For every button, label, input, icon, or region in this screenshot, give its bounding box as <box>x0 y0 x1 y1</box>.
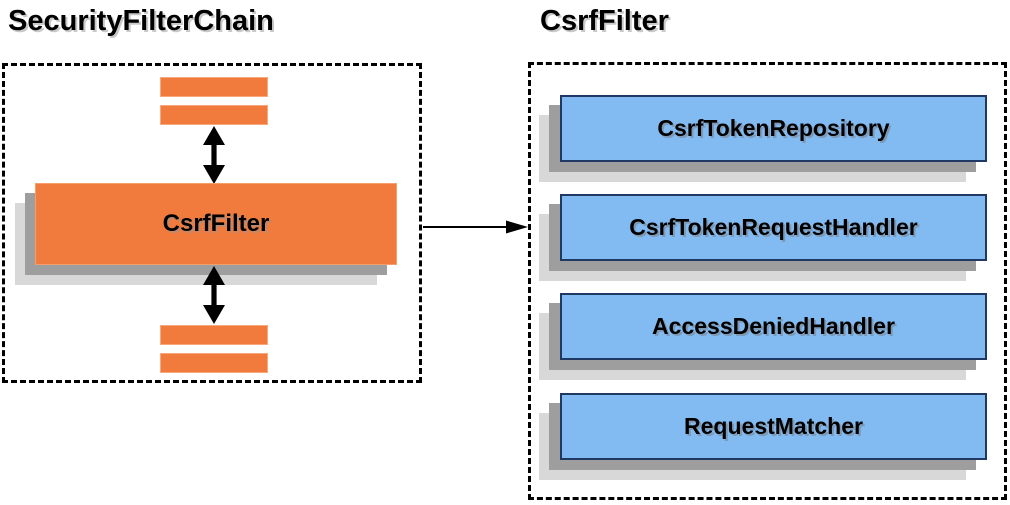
component-box-request-matcher: RequestMatcher <box>560 393 987 460</box>
component-box-label: RequestMatcher <box>684 413 863 439</box>
component-box-csrf-token-request-handler: CsrfTokenRequestHandler <box>560 194 987 261</box>
filter-placeholder-bar <box>160 353 268 373</box>
security-filter-chain-container <box>2 63 422 383</box>
component-box-csrf-token-repository: CsrfTokenRepository <box>560 95 987 162</box>
csrf-filter-box: CsrfFilter <box>35 183 397 265</box>
flow-arrow-icon <box>423 220 528 234</box>
filter-placeholder-bar <box>160 325 268 345</box>
csrf-filter-components-container <box>528 62 1007 500</box>
csrf-filter-title: CsrfFilter <box>540 5 669 37</box>
security-filter-chain-title: SecurityFilterChain <box>8 5 274 37</box>
component-box-label: CsrfTokenRepository <box>657 115 890 141</box>
filter-placeholder-bar <box>160 105 268 125</box>
csrf-filter-box-label: CsrfFilter <box>162 210 270 237</box>
filter-placeholder-bar <box>160 77 268 97</box>
component-box-access-denied-handler: AccessDeniedHandler <box>560 293 987 360</box>
component-box-label: CsrfTokenRequestHandler <box>629 214 918 240</box>
component-box-label: AccessDeniedHandler <box>652 313 895 339</box>
bidirectional-arrow-icon <box>203 126 225 184</box>
bidirectional-arrow-icon <box>203 266 225 324</box>
